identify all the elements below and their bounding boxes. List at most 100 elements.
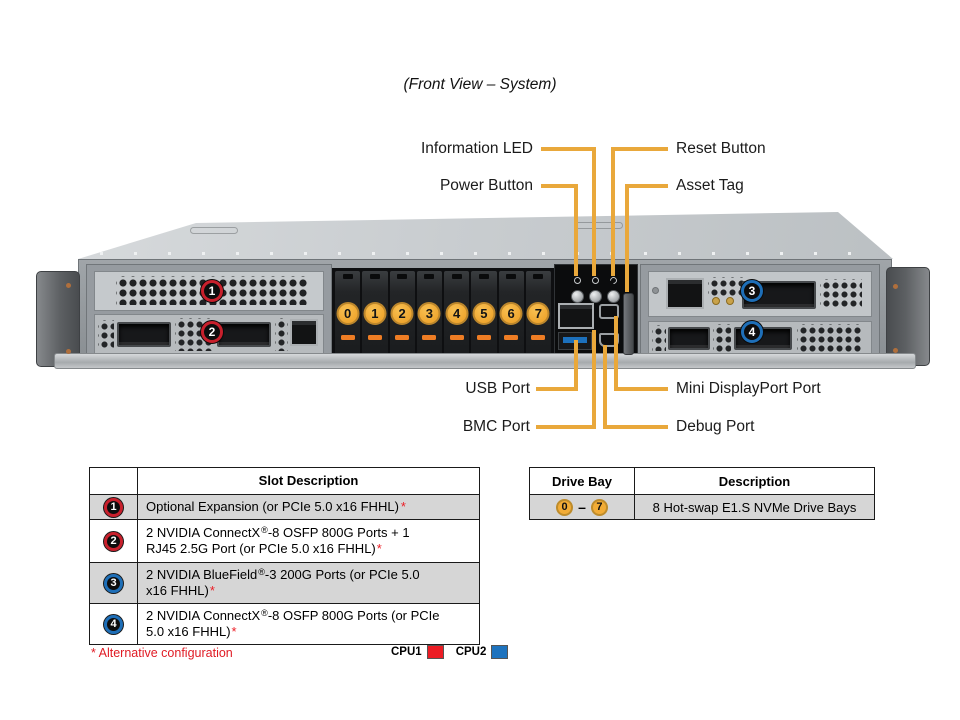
slot-description-table: Slot Description 1 Optional Expansion (o…	[89, 467, 480, 645]
label-bmc-port: BMC Port	[462, 418, 530, 435]
slot-badge-2-number: 2	[208, 325, 216, 339]
table-row: 0 – 7 8 Hot-swap E1.S NVMe Drive Bays	[530, 494, 874, 519]
slot4-vent-grid	[713, 324, 731, 352]
callout-line-asset-tag	[625, 184, 668, 188]
label-power-button: Power Button	[439, 177, 533, 194]
drive-bay-badge-4: 4	[445, 302, 469, 325]
table-header-row: Drive Bay Description	[530, 468, 874, 494]
slot4-vent-grid	[797, 324, 861, 352]
rj45-port	[290, 319, 318, 346]
drive-bay-badge-6: 6	[499, 302, 523, 325]
cpu2-color-swatch	[491, 645, 509, 659]
slot-4-description: 2 NVIDIA ConnectX®-8 OSFP 800G Ports (or…	[146, 607, 440, 639]
callout-line-debug-port	[603, 345, 607, 429]
power-icon	[574, 277, 581, 284]
cpu2-label: CPU2	[455, 646, 487, 658]
callout-line-bmc-port	[536, 425, 596, 429]
drive-latch	[531, 335, 546, 340]
power-button	[571, 290, 584, 303]
drive-latch	[504, 335, 519, 340]
osfp-port	[117, 322, 171, 347]
alternative-configuration-footnote: * Alternative configuration	[91, 646, 233, 660]
callout-line-debug-port	[603, 425, 668, 429]
slot3-vent-grid	[708, 277, 744, 296]
header-cell-empty	[90, 468, 138, 494]
mini-displayport-port	[599, 304, 619, 319]
drive-bay-table: Drive Bay Description 0 – 7 8 Hot-swap E…	[529, 467, 875, 520]
drive-tray-3: 3	[416, 271, 442, 355]
table-row: 1 Optional Expansion (or PCIe 5.0 x16 FH…	[90, 494, 479, 519]
bay-badge-0: 0	[556, 498, 574, 516]
drive-tray-2: 2	[389, 271, 415, 355]
callout-line-mini-displayport	[614, 316, 618, 391]
table-header-row: Slot Description	[90, 468, 479, 494]
callout-line-power-button	[574, 184, 578, 276]
bay-range-dash: –	[578, 499, 586, 515]
slot-2-description: 2 NVIDIA ConnectX®-8 OSFP 800G Ports + 1…	[146, 524, 410, 556]
slot-badge-3: 3	[741, 280, 763, 302]
bay-badge-7: 7	[590, 498, 608, 516]
lid-rivet-row	[100, 252, 860, 255]
drive-latch	[395, 335, 410, 340]
slot-badge-1: 1	[201, 280, 223, 302]
rj45-port	[666, 278, 704, 309]
slot-badge-3-number: 3	[748, 284, 756, 298]
table-badge-3: 3	[104, 573, 123, 593]
antenna-connector	[726, 297, 734, 305]
diagram-title: (Front View – System)	[403, 76, 557, 93]
label-asset-tag: Asset Tag	[676, 177, 744, 194]
drive-bay-description: 8 Hot-swap E1.S NVMe Drive Bays	[652, 499, 857, 515]
drive-tray-5: 5	[471, 271, 497, 355]
drive-bay-block: 0 1 2 3 4 5 6 7	[332, 268, 554, 358]
drive-latch	[449, 335, 464, 340]
callout-line-power-button	[541, 184, 578, 188]
callout-line-information-led	[592, 147, 596, 276]
slot2-vent-grid	[98, 320, 114, 349]
drive-bay-badge-5: 5	[472, 302, 496, 325]
callout-line-bmc-port	[592, 330, 596, 429]
header-cell-description: Description	[718, 473, 791, 489]
slot-1-description: Optional Expansion (or PCIe 5.0 x16 FHHL…	[146, 498, 406, 514]
information-led	[589, 290, 602, 303]
information-led-icon	[592, 277, 599, 284]
drive-bay-badge-1: 1	[363, 302, 387, 325]
label-usb-port: USB Port	[465, 380, 530, 397]
chassis-bottom-rail	[54, 353, 916, 369]
callout-line-asset-tag	[625, 184, 629, 292]
cpu1-color-swatch	[426, 645, 444, 659]
drive-bay-badge-0: 0	[336, 302, 360, 325]
drive-bay-badge-7: 7	[526, 302, 550, 325]
drive-bay-range: 0 – 7	[530, 495, 635, 519]
label-debug-port: Debug Port	[676, 418, 755, 435]
label-information-led: Information LED	[421, 140, 533, 157]
screw	[652, 287, 659, 294]
callout-line-usb-port	[574, 340, 578, 391]
drive-tray-0: 0	[335, 271, 361, 355]
callout-line-usb-port	[536, 387, 578, 391]
slot4-vent-grid	[652, 325, 666, 351]
slot-badge-4: 4	[741, 321, 763, 343]
lid-recess-right	[575, 222, 623, 229]
label-reset-button: Reset Button	[676, 140, 766, 157]
drive-latch	[367, 335, 382, 340]
bmc-port	[558, 303, 594, 329]
slot2-vent-grid	[275, 318, 288, 351]
slot-badge-2: 2	[201, 321, 223, 343]
slot3-vent-grid	[820, 279, 862, 309]
header-cell-slot-description: Slot Description	[258, 472, 359, 488]
table-row: 2 2 NVIDIA ConnectX®-8 OSFP 800G Ports +…	[90, 519, 479, 562]
table-row: 3 2 NVIDIA BlueField®-3 200G Ports (or P…	[90, 562, 479, 603]
drive-latch	[422, 335, 437, 340]
drive-tray-6: 6	[498, 271, 524, 355]
hinge-pin	[893, 284, 898, 289]
slot-badge-4-number: 4	[748, 325, 756, 339]
slot-badge-1-number: 1	[208, 284, 216, 298]
lid-recess-left	[190, 227, 238, 234]
slot-3-description: 2 NVIDIA BlueField®-3 200G Ports (or PCI…	[146, 566, 420, 598]
label-mini-displayport: Mini DisplayPort Port	[676, 380, 821, 397]
drive-tray-4: 4	[444, 271, 470, 355]
reset-button	[607, 290, 620, 303]
header-cell-drive-bay: Drive Bay	[530, 468, 635, 494]
osfp-port	[668, 327, 710, 350]
